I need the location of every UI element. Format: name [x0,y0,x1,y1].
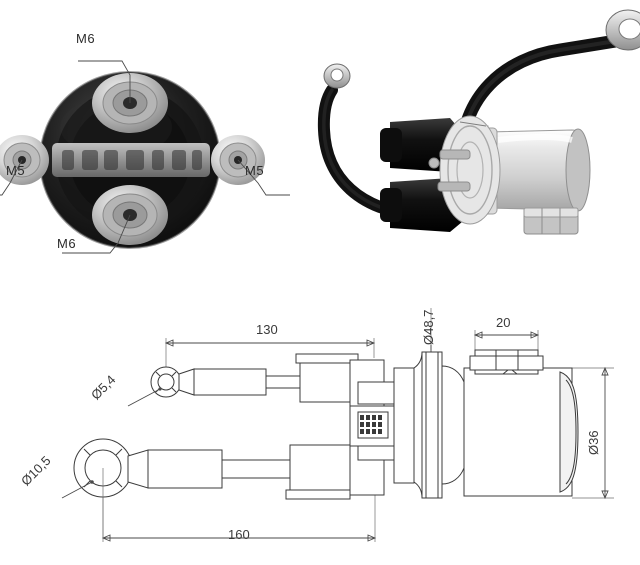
dim-label-dia-48-7: Ø48,7 [421,309,436,345]
dim-label-130: 130 [256,322,278,337]
label-m5-right: M5 [245,163,265,178]
label-m5-left: M5 [6,163,26,178]
upper-cable-assembly [150,353,359,403]
solenoid-flange [439,115,501,225]
coil-hatch [357,411,389,439]
dimensioned-line-drawing [61,308,614,542]
leader-dia-5-4 [127,387,162,407]
side-view-photo [317,9,640,235]
solenoid-body [484,127,591,215]
dim-label-160: 160 [228,527,250,542]
mounting-bracket [523,207,579,235]
solenoid-studs [428,149,471,192]
leader-lines-front-view [0,60,290,254]
dimension-dia-36 [572,366,614,500]
leader-dia-10-5 [61,480,94,499]
front-view-photo [0,60,290,254]
dim-label-dia-36: Ø36 [586,430,601,455]
solenoid-housing-section [349,349,579,499]
label-m6-top: M6 [76,31,96,46]
dimension-130 [164,338,376,382]
ring-terminal-lower [323,63,351,89]
label-m6-bottom: M6 [57,236,77,251]
dim-label-20: 20 [496,315,511,330]
lower-cable-assembly [73,438,351,500]
ring-terminal-upper [605,9,640,51]
